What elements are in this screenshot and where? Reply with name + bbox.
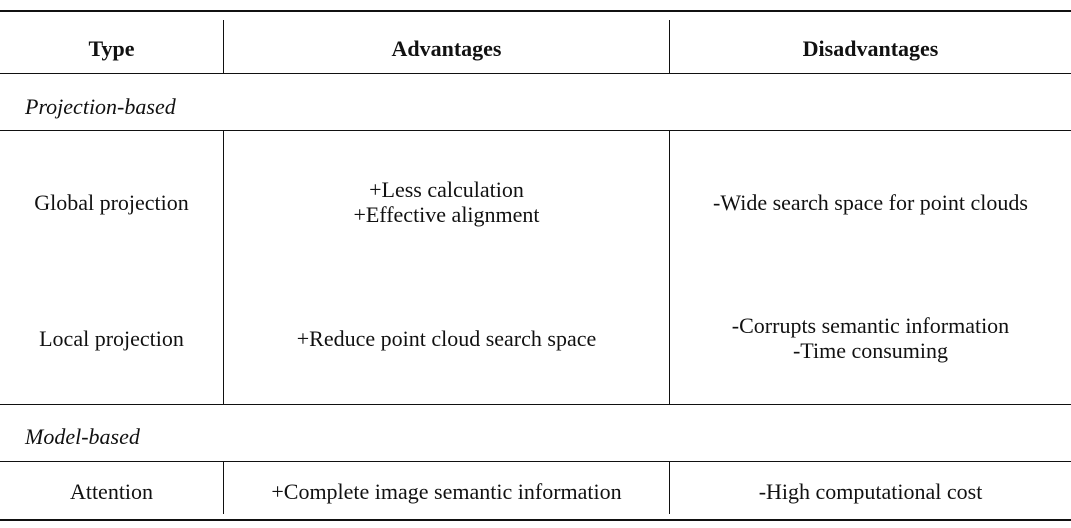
row-disadvantages-attention: -High computational cost (670, 479, 1071, 504)
row-type-global-projection: Global projection (34, 190, 189, 215)
advantage-line: +Less calculation (369, 177, 524, 202)
col-divider-1-section-2 (223, 462, 224, 514)
row-disadvantages-global-projection: -Wide search space for point clouds (670, 190, 1071, 215)
section-title-projection-based: Projection-based (25, 94, 176, 119)
header-type: Type (88, 36, 135, 61)
row-type-local-projection: Local projection (39, 326, 184, 351)
section-title-model-based: Model-based (25, 424, 140, 449)
row-type-attention: Attention (69, 479, 154, 504)
header-disadvantages: Disadvantages (802, 36, 939, 61)
section-rule-2 (0, 461, 1071, 462)
disadvantage-line: -High computational cost (758, 479, 983, 504)
advantage-line: +Complete image semantic information (271, 479, 622, 504)
row-advantages-global-projection: +Less calculation +Effective alignment (224, 177, 669, 227)
section-end-rule-1 (0, 404, 1071, 405)
disadvantage-line: -Time consuming (792, 338, 949, 363)
col-divider-2-header (669, 20, 670, 73)
header-rule (0, 73, 1071, 74)
row-disadvantages-local-projection: -Corrupts semantic information -Time con… (670, 313, 1071, 363)
row-advantages-attention: +Complete image semantic information (224, 479, 669, 504)
disadvantage-line: -Wide search space for point clouds (713, 190, 1028, 215)
bottom-rule (0, 519, 1071, 521)
section-rule-1 (0, 130, 1071, 131)
col-divider-1-header (223, 20, 224, 73)
col-divider-2-section-2 (669, 462, 670, 514)
advantage-line: +Effective alignment (353, 202, 540, 227)
col-divider-2-section-1 (669, 131, 670, 404)
row-advantages-local-projection: +Reduce point cloud search space (224, 326, 669, 351)
top-rule (0, 10, 1071, 12)
advantage-line: +Reduce point cloud search space (296, 326, 597, 351)
header-advantages: Advantages (391, 36, 502, 61)
col-divider-1-section-1 (223, 131, 224, 404)
disadvantage-line: -Corrupts semantic information (731, 313, 1010, 338)
